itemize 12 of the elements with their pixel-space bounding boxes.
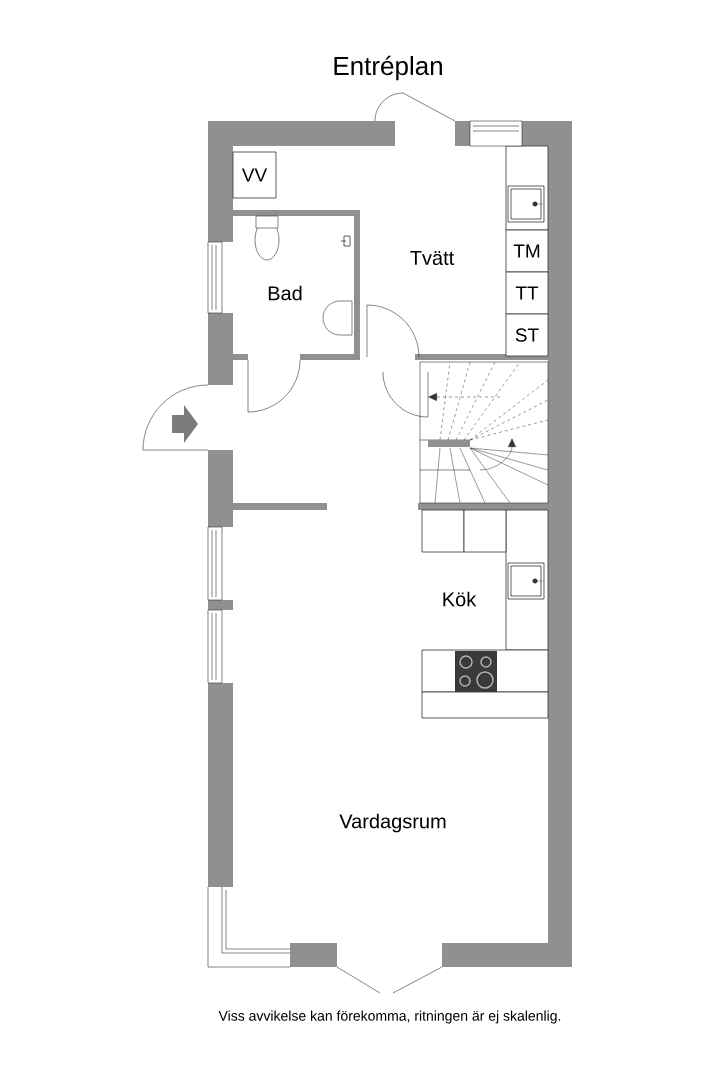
title: Entréplan [334, 55, 442, 81]
cabinet-box [421, 509, 465, 553]
room-label: Bad [268, 285, 302, 301]
appliance-box: TT [505, 271, 549, 315]
appliance-box: TM [505, 229, 549, 273]
room-label: Tvätt [410, 251, 455, 265]
appliance-box: VV [232, 151, 277, 199]
cabinet-box [463, 509, 507, 553]
room-label: Vardagsrum [339, 813, 446, 833]
caption: Viss avvikelse kan förekomma, ritningen är ej skalenlig. [218, 1010, 561, 1024]
appliance-box: ST [505, 313, 549, 357]
room-label: Kök [443, 591, 477, 607]
